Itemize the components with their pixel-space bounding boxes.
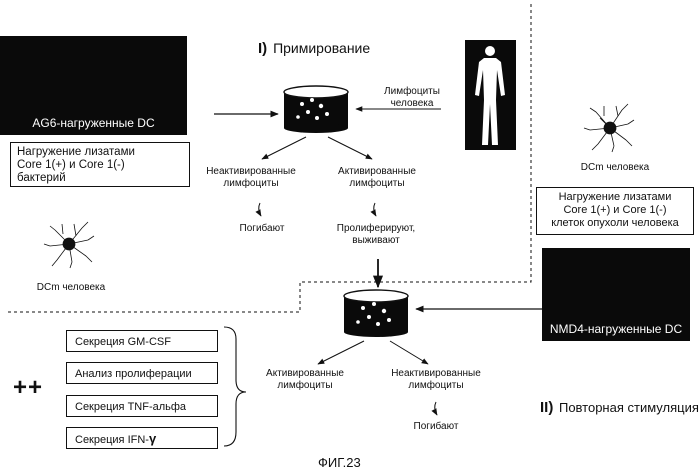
assay-brace: [224, 327, 246, 446]
tumor-lysate-line-1: Нагружение лизатами: [541, 191, 689, 204]
ag6-dc-label: AG6-нагруженные DC: [0, 116, 187, 130]
assay-proliferation: Анализ пролиферации: [66, 362, 218, 384]
arrow-inactive2-to-die: [435, 402, 437, 415]
figure-caption: ФИГ.23: [318, 455, 361, 470]
dish2-inactive-line-1: Неактивированные: [376, 368, 496, 380]
dish1-die-label: Погибают: [232, 223, 292, 235]
dcm-right-label: DCm человека: [570, 162, 660, 174]
dish2-inactive-label: Неактивированные лимфоциты: [376, 368, 496, 391]
culture-dish-2: [344, 290, 408, 337]
tumor-lysate-line-2: Core 1(+) и Core 1(-): [541, 204, 689, 217]
dish1-active-label: Активированные лимфоциты: [322, 166, 432, 189]
priming-heading: I) Примирование: [258, 40, 370, 57]
ag6-dc-box: AG6-нагруженные DC: [0, 36, 187, 135]
plus-sign: ++: [13, 374, 43, 402]
assay-ifn-gamma-text: Секреция IFN-: [75, 434, 149, 446]
arrow-dish2-to-inactive: [390, 341, 428, 364]
nmd4-dc-label: NMD4-нагруженные DC: [542, 322, 690, 336]
dish2-active-label: Активированные лимфоциты: [250, 368, 360, 391]
bacterial-lysate-line-3: бактерий: [17, 172, 183, 185]
dish1-proliferate-line-2: выживают: [326, 235, 426, 247]
tumor-lysate-box: Нагружение лизатами Core 1(+) и Core 1(-…: [536, 187, 694, 235]
dish2-active-line-2: лимфоциты: [250, 380, 360, 392]
gamma-symbol: γ: [149, 431, 156, 446]
dendritic-cell-icon-right: [584, 104, 634, 152]
dish1-proliferate-line-1: Пролиферируют,: [326, 223, 426, 235]
dish1-active-line-2: лимфоциты: [322, 178, 432, 190]
assay-ifn-gamma: Секреция IFN-γ: [66, 427, 218, 449]
restim-heading: II) Повторная стимуляция: [540, 399, 699, 416]
priming-label: Примирование: [273, 40, 370, 56]
human-lymphocytes-line-1: Лимфоциты: [372, 86, 452, 98]
human-figure-icon: [465, 40, 516, 150]
dish2-active-line-1: Активированные: [250, 368, 360, 380]
arrow-dish1-to-inactive: [262, 137, 306, 159]
arrow-dish2-to-active: [318, 341, 364, 364]
tumor-lysate-line-3: клеток опухоли человека: [541, 217, 689, 230]
assay-tnf-alpha: Секреция TNF-альфа: [66, 395, 218, 417]
arrow-dish1-to-active: [328, 137, 372, 159]
assay-gm-csf: Секреция GM-CSF: [66, 330, 218, 352]
bacterial-lysate-line-2: Core 1(+) и Core 1(-): [17, 159, 183, 172]
priming-numeral: I): [258, 40, 267, 57]
dish1-inactive-label: Неактивированные лимфоциты: [196, 166, 306, 189]
dish1-inactive-line-1: Неактивированные: [196, 166, 306, 178]
bacterial-lysate-box: Нагружение лизатами Core 1(+) и Core 1(-…: [10, 142, 190, 187]
restim-label: Повторная стимуляция: [559, 400, 699, 415]
culture-dish-1: [284, 86, 348, 133]
restim-numeral: II): [540, 399, 553, 416]
human-lymphocytes-line-2: человека: [372, 98, 452, 110]
dish1-inactive-line-2: лимфоциты: [196, 178, 306, 190]
dish1-proliferate-label: Пролиферируют, выживают: [326, 223, 426, 246]
human-lymphocytes-label: Лимфоциты человека: [372, 86, 452, 109]
dish2-die-label: Погибают: [406, 421, 466, 433]
arrow-active-to-proliferate: [374, 203, 376, 216]
dendritic-cell-icon-left: [44, 222, 94, 268]
dcm-left-label: DCm человека: [26, 282, 116, 294]
bacterial-lysate-line-1: Нагружение лизатами: [17, 146, 183, 159]
dish1-active-line-1: Активированные: [322, 166, 432, 178]
dish2-inactive-line-2: лимфоциты: [376, 380, 496, 392]
arrow-inactive-to-die: [259, 203, 261, 216]
nmd4-dc-box: NMD4-нагруженные DC: [542, 248, 690, 341]
